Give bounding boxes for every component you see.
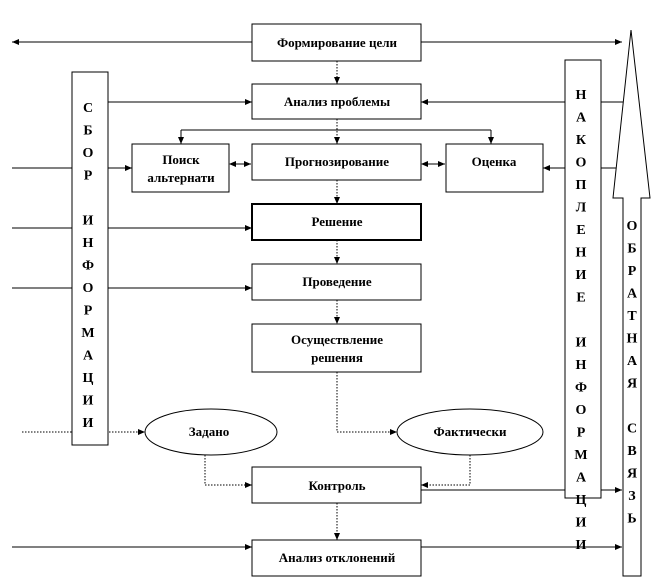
vertical-letter: Ф: [575, 381, 587, 396]
evaluation-box: [445, 143, 544, 193]
vertical-letter: Я: [627, 377, 637, 392]
evaluation-label: Оценка: [472, 154, 517, 169]
vertical-letter: Л: [576, 201, 587, 216]
control-label: Контроль: [308, 478, 365, 493]
goal-box: [251, 23, 422, 62]
vertical-letter: И: [83, 416, 94, 431]
given-label: Задано: [189, 424, 229, 439]
vertical-letter: М: [574, 448, 587, 463]
vertical-letter: С: [83, 101, 93, 116]
vertical-letter: Ц: [83, 371, 94, 386]
vertical-letter: И: [576, 268, 587, 283]
vertical-letter: О: [83, 146, 94, 161]
problem-box: [251, 83, 422, 120]
vertical-letter: Т: [627, 309, 637, 324]
vertical-letter: Р: [577, 426, 586, 441]
vertical-letter: М: [81, 326, 94, 341]
vertical-letter: З: [628, 489, 635, 504]
problem-label: Анализ проблемы: [284, 94, 390, 109]
vertical-letter: И: [576, 516, 587, 531]
vertical-letter: А: [627, 287, 638, 302]
vertical-letter: С: [627, 422, 637, 437]
vertical-letter: П: [576, 178, 587, 193]
vertical-letter: О: [576, 403, 587, 418]
vertical-letter: Я: [627, 467, 637, 482]
vertical-letter: Ф: [82, 259, 94, 274]
vertical-letter: Р: [84, 304, 93, 319]
vertical-letter: И: [83, 394, 94, 409]
vertical-letter: Е: [576, 291, 585, 306]
vertical-letter: В: [627, 444, 636, 459]
implement-box: [251, 323, 422, 373]
vertical-letter: Н: [576, 88, 587, 103]
vertical-letter: Р: [628, 264, 637, 279]
vertical-letter: О: [627, 219, 638, 234]
vertical-letter: А: [576, 111, 587, 126]
vertical-letter: Ь: [627, 512, 636, 527]
vertical-letter: Б: [83, 124, 92, 139]
vertical-letter: О: [83, 281, 94, 296]
conduct-label: Проведение: [302, 274, 371, 289]
forecast-box: [251, 143, 422, 181]
vertical-letter: Н: [576, 246, 587, 261]
vertical-letter: Р: [84, 169, 93, 184]
goal-label: Формирование цели: [277, 35, 398, 50]
accumulate-info-column: [564, 59, 602, 499]
vertical-letter: Н: [576, 358, 587, 373]
vertical-letter: Н: [83, 236, 94, 251]
vertical-letter: Е: [576, 223, 585, 238]
vertical-letter: А: [83, 349, 94, 364]
vertical-letter: Ц: [576, 493, 587, 508]
implement-label-2: решения: [311, 350, 363, 365]
control-box: [251, 466, 422, 504]
search-label-1: Поиск: [162, 152, 200, 167]
forecast-label: Прогнозирование: [285, 154, 389, 169]
actual-label: Фактически: [433, 424, 507, 439]
vertical-letter: А: [576, 471, 587, 486]
vertical-letter: И: [576, 538, 587, 553]
deviation-label: Анализ отклонений: [279, 550, 396, 565]
actual-ellipse: [396, 408, 544, 456]
vertical-letter: Н: [627, 332, 638, 347]
vertical-letter: О: [576, 156, 587, 171]
search-label-2: альтернати: [147, 170, 215, 185]
collect-info-column: [71, 71, 109, 446]
search-box: [131, 143, 230, 193]
vertical-letter: И: [83, 214, 94, 229]
conduct-box: [251, 263, 422, 301]
vertical-letter: И: [576, 336, 587, 351]
vertical-letter: К: [576, 133, 587, 148]
given-ellipse: [144, 408, 278, 456]
implement-label-1: Осуществление: [291, 332, 383, 347]
vertical-letter: А: [627, 354, 638, 369]
decision-box: [251, 203, 422, 241]
vertical-letter: Б: [627, 242, 636, 257]
feedback-arrow: [612, 29, 651, 577]
deviation-box: [251, 539, 422, 577]
decision-label: Решение: [311, 214, 362, 229]
